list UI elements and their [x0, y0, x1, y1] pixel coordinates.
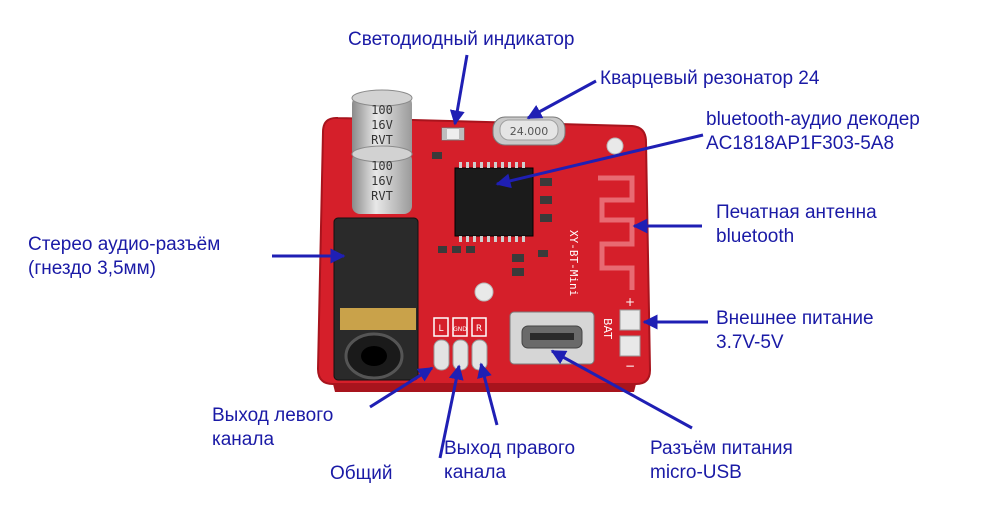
capacitor-top: 100 16V RVT — [351, 89, 413, 158]
capacitor-bottom: 100 16V RVT — [351, 145, 413, 214]
label-led-line: Светодиодный индикатор — [348, 29, 575, 50]
label-right-line-1: Выход правого — [444, 438, 576, 459]
label-antenna-line-1: Печатная антенна — [716, 202, 877, 223]
label-antenna: Печатная антенна bluetooth — [716, 201, 877, 249]
decoder-chip — [454, 162, 534, 242]
label-jack-line-2: (гнездо 3,5мм) — [28, 258, 156, 279]
bat-minus: − — [625, 359, 635, 373]
label-antenna-line-2: bluetooth — [716, 226, 795, 247]
mounting-hole-top — [606, 137, 624, 155]
label-jack: Стерео аудио-разъём (гнездо 3,5мм) — [28, 233, 220, 281]
arrow-decoder — [495, 133, 704, 189]
bat-plus: + — [625, 295, 635, 309]
label-jack-line-1: Стерео аудио-разъём — [28, 234, 221, 255]
capacitor-top-text-3: RVT — [371, 133, 393, 147]
micro-usb-connector — [509, 311, 595, 365]
chip-pins-bottom — [459, 236, 525, 242]
label-power-line-1: Внешнее питание — [716, 308, 874, 329]
battery-pads: BAT + − — [601, 295, 641, 373]
capacitor-bottom-text-3: RVT — [371, 189, 393, 203]
capacitor-bottom-text-2: 16V — [371, 174, 393, 188]
arrow-left — [369, 366, 434, 409]
capacitor-top-text-1: 100 — [371, 103, 393, 117]
pad-label-gnd: GND — [453, 326, 467, 333]
arrow-usb — [550, 349, 693, 430]
pad-label-l: L — [438, 324, 443, 334]
label-led: Светодиодный индикатор — [348, 28, 574, 52]
pad-label-r: R — [476, 324, 482, 334]
led-component — [441, 127, 465, 141]
crystal-marking: 24.000 — [510, 125, 549, 138]
label-decoder-line-1: bluetooth-аудио декодер — [706, 109, 920, 130]
label-usb: Разъём питания micro-USB — [650, 437, 793, 485]
crystal-resonator: 24.000 — [492, 116, 566, 146]
label-power: Внешнее питание 3.7V-5V — [716, 307, 874, 355]
label-usb-line-1: Разъём питания — [650, 438, 793, 459]
label-usb-line-2: micro-USB — [650, 462, 742, 483]
mounting-hole-mid — [474, 282, 494, 302]
arrow-led — [449, 54, 469, 126]
label-decoder: bluetooth-аудио декодер AC1818AP1F303-5A… — [706, 108, 920, 156]
label-common: Общий — [330, 462, 393, 486]
silkscreen-model: XY-BT-Mini — [567, 230, 580, 296]
smd-components — [432, 152, 552, 276]
arrow-right — [477, 362, 499, 426]
audio-jack — [333, 217, 419, 381]
arrow-crystal — [526, 79, 597, 120]
chip-pins-top — [459, 162, 525, 168]
label-left-line-2: канала — [212, 429, 275, 450]
capacitor-bottom-text-1: 100 — [371, 159, 393, 173]
output-pads: L GND R — [433, 317, 488, 371]
arrow-common — [438, 364, 464, 459]
label-crystal: Кварцевый резонатор 24 — [600, 67, 819, 91]
label-left: Выход левого канала — [212, 404, 333, 452]
label-crystal-line: Кварцевый резонатор 24 — [600, 68, 820, 89]
label-left-line-1: Выход левого — [212, 405, 334, 426]
label-right-line-2: канала — [444, 462, 507, 483]
capacitor-top-text-2: 16V — [371, 118, 393, 132]
label-decoder-line-2: AC1818AP1F303-5A8 — [706, 133, 895, 154]
printed-antenna — [598, 175, 635, 290]
label-right: Выход правого канала — [444, 437, 575, 485]
callout-arrows — [272, 54, 708, 459]
label-power-line-2: 3.7V-5V — [716, 332, 784, 353]
label-common-line: Общий — [330, 463, 393, 484]
bat-label: BAT — [601, 318, 614, 339]
